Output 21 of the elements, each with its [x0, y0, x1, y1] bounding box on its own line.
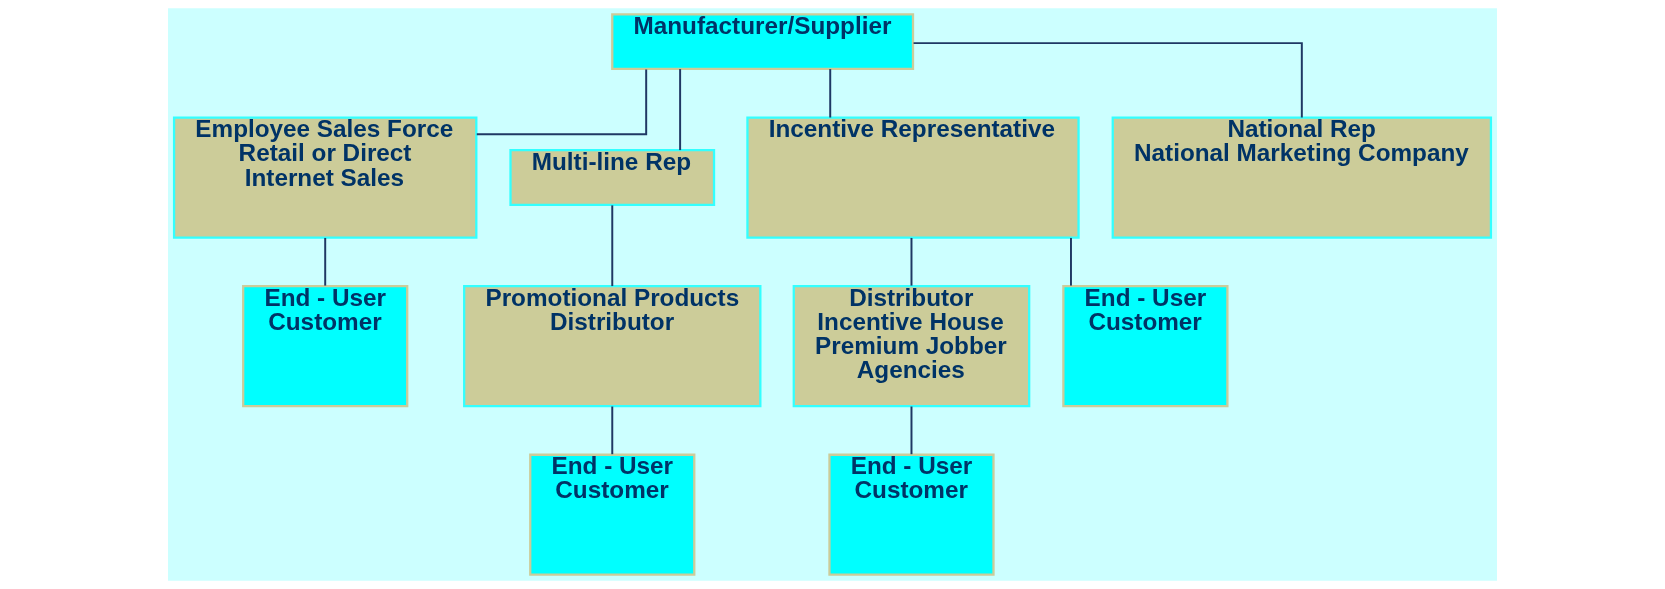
connector	[679, 68, 682, 152]
node-box: National Rep National Marketing Company	[1111, 116, 1493, 239]
node-box: End - User Customer	[1062, 285, 1229, 408]
connector	[611, 405, 614, 456]
node-box: Manufacturer/Supplier	[611, 13, 915, 71]
connector	[611, 204, 614, 288]
node-box: End - User Customer	[529, 453, 696, 576]
connector	[475, 68, 648, 136]
node-box: End - User Customer	[828, 453, 995, 576]
connector	[1069, 236, 1072, 287]
node-box: Promotional Products Distributor	[463, 285, 762, 408]
node-box: End - User Customer	[242, 285, 409, 408]
node-box: Employee Sales Force Retail or Direct Internet Sales	[172, 116, 478, 239]
node-box: Multi-line Rep	[509, 149, 716, 207]
node-box: Distributor Incentive House Premium Jobber Agencies	[792, 285, 1031, 408]
connector	[324, 236, 327, 287]
connector	[910, 405, 913, 456]
connector	[829, 68, 832, 119]
node-box: Incentive Representative	[746, 116, 1080, 239]
connector	[910, 236, 913, 287]
connector	[912, 42, 1303, 119]
